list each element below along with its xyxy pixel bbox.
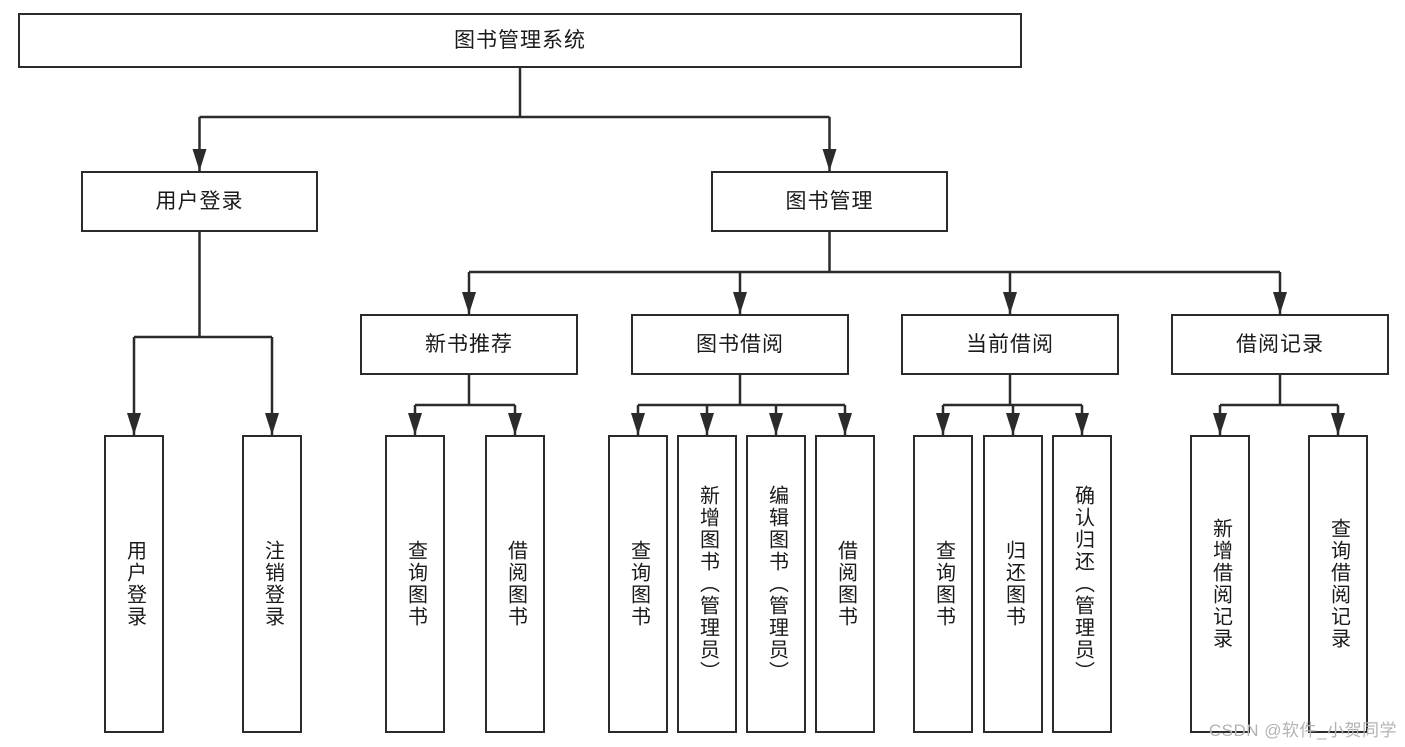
node-label-leaf-query-book-rec: 查询图书 [404, 540, 427, 628]
connector-arrowhead [265, 413, 279, 435]
node-book-management: 图书管理 [711, 171, 948, 232]
connector-arrowhead [192, 149, 207, 171]
connector-arrowhead [822, 149, 837, 171]
connector-arrowhead [936, 413, 950, 435]
connector-arrowhead [1006, 413, 1020, 435]
node-leaf-add-record: 新增借阅记录 [1190, 435, 1250, 733]
node-leaf-query-book-rec: 查询图书 [385, 435, 445, 733]
node-label-leaf-borrow-book: 借阅图书 [834, 540, 857, 628]
node-label-book-management: 图书管理 [785, 189, 874, 213]
node-leaf-borrow-book: 借阅图书 [815, 435, 875, 733]
node-label-leaf-edit-book: 编辑图书（管理员） [765, 485, 788, 683]
node-label-new-book-recommend: 新书推荐 [425, 332, 513, 356]
watermark-label: CSDN @软件_小贺同学 [1208, 721, 1397, 740]
connector-arrowhead [1273, 292, 1287, 314]
node-label-leaf-add-book: 新增图书（管理员） [696, 485, 719, 683]
connector-arrowhead [631, 413, 645, 435]
node-borrow-record: 借阅记录 [1171, 314, 1389, 375]
node-leaf-query-book-borrow: 查询图书 [608, 435, 668, 733]
connector-arrowhead [1331, 413, 1345, 435]
connector-arrowhead [508, 413, 522, 435]
node-label-leaf-logout: 注销登录 [261, 540, 284, 628]
connector-arrowhead [408, 413, 422, 435]
node-label-leaf-add-record: 新增借阅记录 [1209, 518, 1232, 650]
node-current-borrow: 当前借阅 [901, 314, 1119, 375]
node-leaf-query-book-current: 查询图书 [913, 435, 973, 733]
node-leaf-query-record: 查询借阅记录 [1308, 435, 1368, 733]
connector-arrowhead [769, 413, 783, 435]
connector-arrowhead [127, 413, 141, 435]
connector-arrowhead [700, 413, 714, 435]
node-label-leaf-query-record: 查询借阅记录 [1327, 518, 1350, 650]
node-label-user-login: 用户登录 [155, 189, 244, 213]
node-leaf-borrow-book-rec: 借阅图书 [485, 435, 545, 733]
node-leaf-return-book: 归还图书 [983, 435, 1043, 733]
connector-arrowhead [838, 413, 852, 435]
node-label-leaf-user-login: 用户登录 [123, 540, 146, 628]
connector-arrowhead [1003, 292, 1017, 314]
node-leaf-user-login: 用户登录 [104, 435, 164, 733]
connector-arrowhead [1075, 413, 1089, 435]
node-label-leaf-confirm-return: 确认归还（管理员） [1071, 485, 1094, 683]
node-leaf-confirm-return: 确认归还（管理员） [1052, 435, 1112, 733]
node-label-borrow-record: 借阅记录 [1236, 332, 1324, 356]
connector-arrowhead [1213, 413, 1227, 435]
node-label-root: 图书管理系统 [454, 28, 586, 52]
node-leaf-add-book: 新增图书（管理员） [677, 435, 737, 733]
node-label-book-borrow: 图书借阅 [696, 332, 784, 356]
node-root: 图书管理系统 [18, 13, 1022, 68]
node-new-book-recommend: 新书推荐 [360, 314, 578, 375]
node-leaf-logout: 注销登录 [242, 435, 302, 733]
node-leaf-edit-book: 编辑图书（管理员） [746, 435, 806, 733]
node-user-login: 用户登录 [81, 171, 318, 232]
node-label-leaf-borrow-book-rec: 借阅图书 [504, 540, 527, 628]
node-label-leaf-query-book-current: 查询图书 [932, 540, 955, 628]
node-label-leaf-query-book-borrow: 查询图书 [627, 540, 650, 628]
node-book-borrow: 图书借阅 [631, 314, 849, 375]
connector-arrowhead [462, 292, 476, 314]
connector-arrowhead [733, 292, 747, 314]
node-label-current-borrow: 当前借阅 [966, 332, 1054, 356]
node-label-leaf-return-book: 归还图书 [1002, 540, 1025, 628]
